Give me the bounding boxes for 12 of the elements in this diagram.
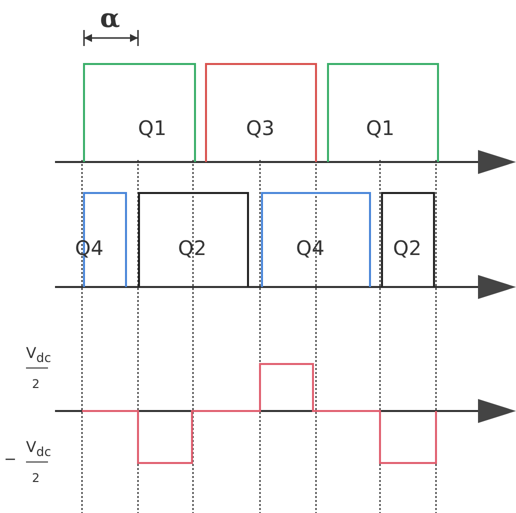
voltage-label: V$_{dc}$ [26, 440, 52, 458]
greek-symbol-label: α [100, 6, 120, 32]
voltage-label: 2 [32, 472, 40, 484]
pulse-label: Q2 [393, 238, 422, 258]
minus-sign: − [4, 452, 17, 467]
voltage-label: 2 [32, 378, 40, 390]
pulse-label: Q2 [178, 238, 206, 258]
pulse-label: Q1 [366, 118, 394, 138]
pulse-label: Q4 [296, 238, 324, 258]
pulse-label: Q1 [138, 118, 166, 138]
voltage-label: V$_{dc}$ [26, 346, 52, 364]
pulse-label: Q3 [246, 118, 274, 138]
